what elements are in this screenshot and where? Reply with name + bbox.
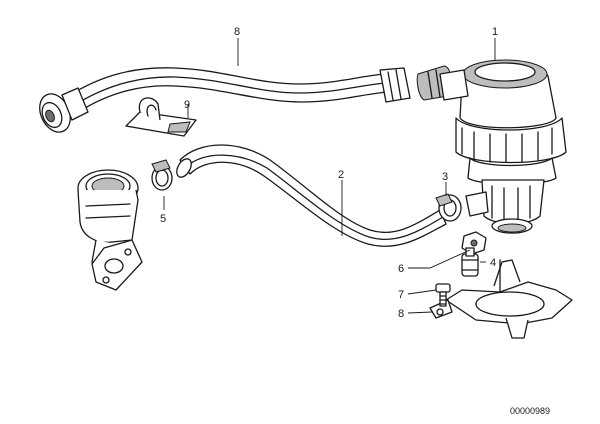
middle-hose[interactable] — [174, 144, 447, 247]
callout-labels: 8 1 9 5 2 3 4 6 7 8 — [160, 26, 498, 320]
hose-clamp-left[interactable] — [151, 159, 173, 191]
callout-clamp-left: 5 — [160, 213, 166, 225]
callout-holder: 9 — [184, 99, 190, 111]
mounting-bracket[interactable] — [429, 259, 573, 339]
bolt-7[interactable] — [435, 283, 451, 307]
callout-hose-upper: 8 — [234, 26, 240, 38]
callout-nut-4: 4 — [490, 257, 496, 269]
callout-bolt-7: 7 — [398, 289, 404, 301]
hose-clamp-right[interactable] — [435, 193, 462, 222]
upper-hose[interactable] — [34, 65, 452, 137]
callout-bracket: 8 — [398, 308, 404, 320]
callout-clamp-right: 3 — [442, 171, 448, 183]
callout-hose-middle: 2 — [338, 169, 344, 181]
check-valve-bracket[interactable] — [77, 169, 143, 291]
hose-holder[interactable] — [125, 97, 197, 137]
callout-air-pump: 1 — [492, 26, 498, 38]
diagram-reference-number: 00000989 — [510, 406, 550, 416]
secondary-air-pump[interactable] — [439, 59, 567, 234]
callout-nut-6: 6 — [398, 263, 404, 275]
leader-lines — [163, 38, 496, 314]
